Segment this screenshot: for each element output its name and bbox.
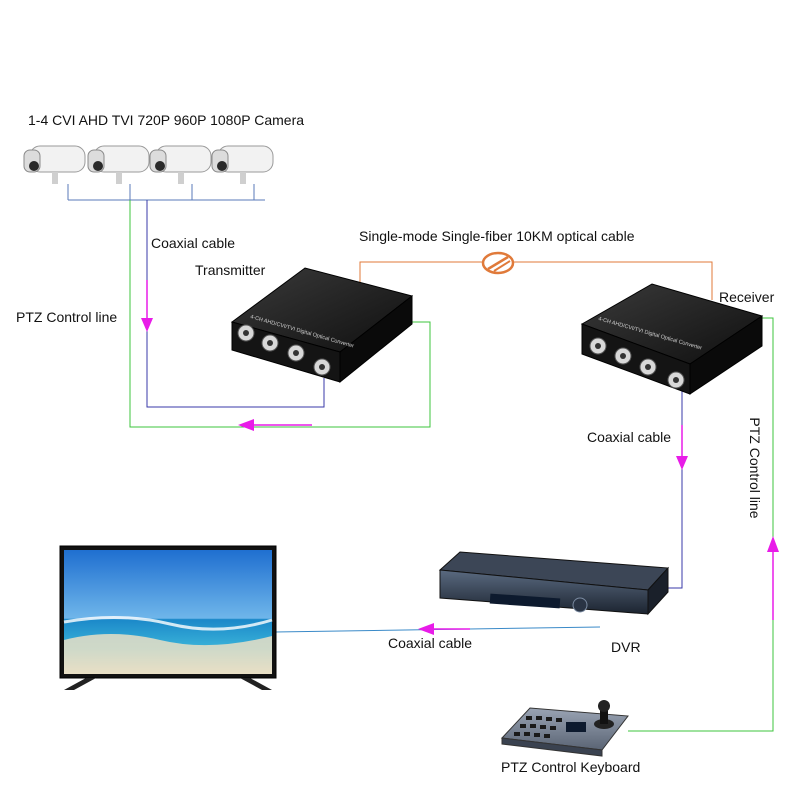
dvr-device	[438, 551, 670, 616]
tv-monitor	[59, 545, 277, 690]
coaxial-line-receiver-dvr	[668, 385, 683, 589]
camera-bus-line	[67, 184, 265, 201]
optical-cable-line	[359, 261, 713, 300]
ptz-control-line-right	[628, 317, 774, 732]
camera-icon	[211, 145, 274, 184]
bnc-connector-icon	[287, 344, 305, 362]
coaxial-cable-label: Coaxial cable	[388, 635, 473, 651]
bnc-connector-icon	[313, 358, 331, 376]
camera-icon	[149, 145, 212, 184]
transmitter-label: Transmitter	[195, 262, 266, 278]
camera-icon	[23, 145, 86, 184]
receiver-device: 4-CH AHD/CVI/TVI Digital Optical Convert…	[580, 283, 764, 395]
ptz-control-line-left	[129, 200, 431, 428]
bnc-connector-icon	[667, 371, 685, 389]
arrow-icon	[141, 280, 153, 332]
receiver-label: Receiver	[719, 289, 775, 305]
coaxial-cable-label: Coaxial cable	[151, 235, 236, 251]
arrow-icon	[238, 419, 312, 431]
bnc-connector-icon	[614, 347, 632, 365]
ptz-keyboard	[500, 700, 629, 757]
bnc-connector-icon	[261, 334, 279, 352]
bnc-connector-icon	[237, 324, 255, 342]
ptz-keyboard-label: PTZ Control Keyboard	[501, 759, 641, 775]
dvr-label: DVR	[611, 639, 641, 655]
arrow-icon	[676, 425, 688, 470]
ptz-control-line-label-vertical: PTZ Control line	[747, 417, 763, 519]
optical-cable-label: Single-mode Single-fiber 10KM optical ca…	[359, 228, 635, 244]
camera-group	[23, 145, 274, 184]
fiber-connector-icon	[481, 251, 515, 275]
bnc-connector-icon	[639, 358, 657, 376]
transmitter-device: 4-CH AHD/CVI/TVI Digital Optical Convert…	[230, 267, 414, 384]
cameras-label: 1-4 CVI AHD TVI 720P 960P 1080P Camera	[28, 112, 305, 128]
camera-icon	[87, 145, 150, 184]
bnc-connector-icon	[589, 337, 607, 355]
coaxial-cable-label: Coaxial cable	[587, 429, 672, 445]
ptz-control-line-label: PTZ Control line	[16, 309, 118, 325]
arrow-icon	[418, 623, 470, 635]
arrow-icon	[767, 536, 779, 620]
